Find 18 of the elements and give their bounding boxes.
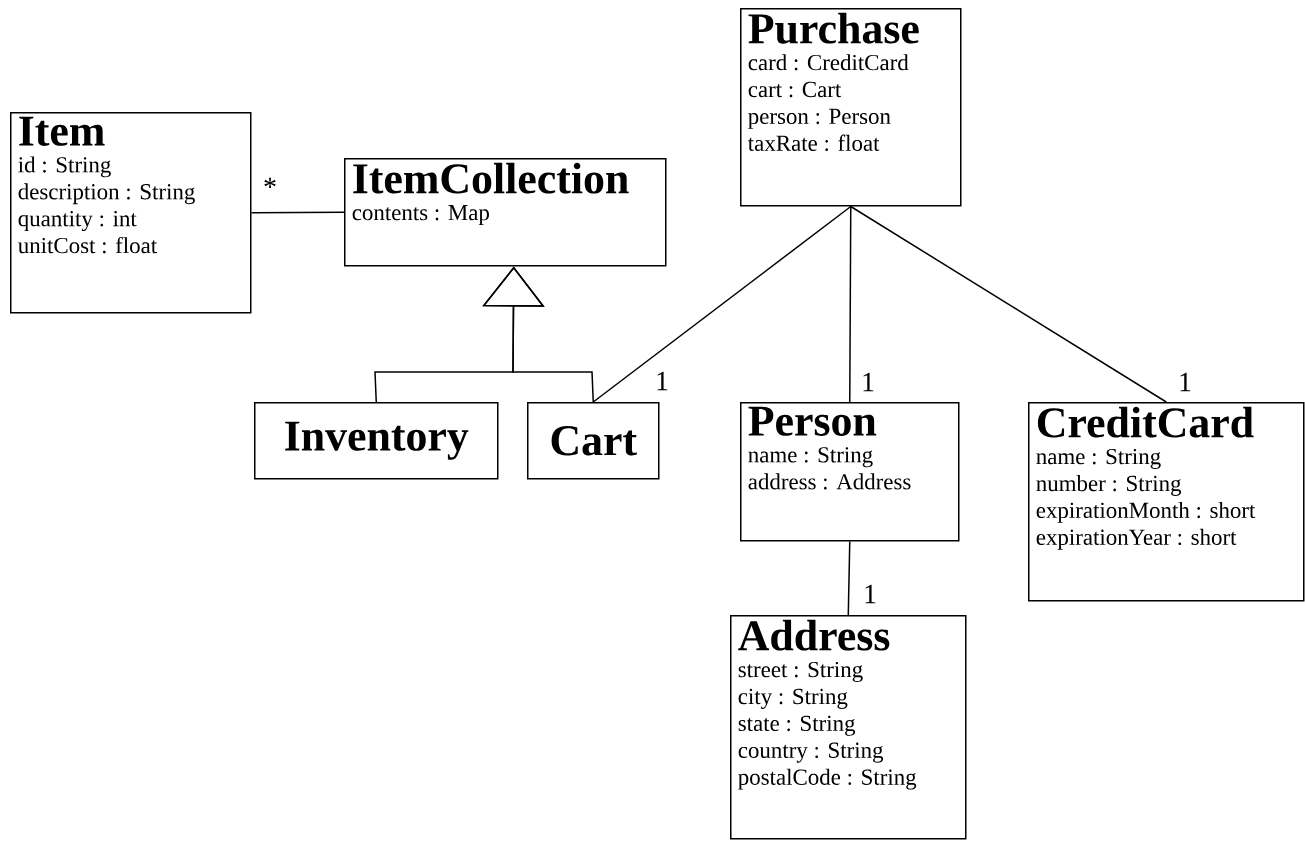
class-box: CreditCard name : String number : String expirationMonth : short expirationYear : short [1028, 402, 1305, 602]
association-line [850, 205, 1167, 403]
class-box: Item id : String description : String quantity : int unitCost : float [10, 112, 252, 314]
multiplicity-label: 1 [654, 370, 670, 392]
class-box: ItemCollection contents : Map [344, 158, 667, 267]
multiplicity-label: * [262, 176, 278, 198]
association-line [847, 540, 851, 616]
association-line [592, 205, 852, 403]
class-box: Cart [527, 402, 660, 480]
association-line [250, 211, 345, 214]
class-box: Address street : String city : String state : String country : String postalCode : String [730, 615, 967, 840]
multiplicity-label: 1 [860, 371, 876, 393]
multiplicity-label: 1 [1177, 371, 1193, 393]
class-box: Person name : String address : Address [740, 402, 960, 542]
class-box: Inventory [254, 402, 499, 480]
multiplicity-label: 1 [862, 583, 878, 605]
class-box: Purchase card : CreditCard cart : Cart person : Person taxRate : float [740, 8, 962, 207]
association-line [849, 205, 852, 403]
